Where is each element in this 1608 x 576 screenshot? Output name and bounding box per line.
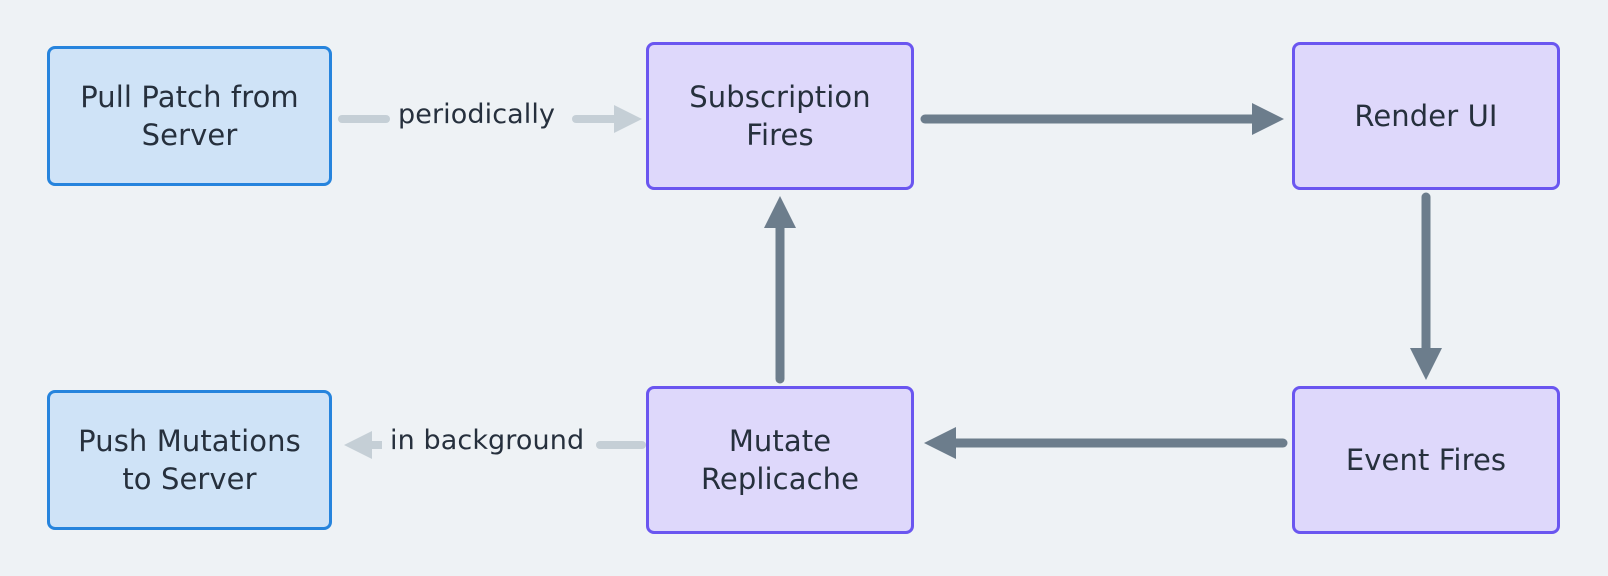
node-label-event-fires: Event Fires [1345,442,1507,477]
node-push-mutations-to-server[interactable]: Push Mutations to Server [47,390,332,530]
node-label-render-ui: Render UI [1354,98,1498,133]
edge-event-to-mutate [920,420,1288,466]
edge-mutate-to-push: in background [338,422,646,468]
edge-render-to-event [1403,192,1449,384]
node-label-pull-patch-from-server: Pull Patch from Server [80,79,299,152]
node-pull-patch-from-server[interactable]: Pull Patch from Server [47,46,332,186]
edge-subscription-to-render [920,96,1288,142]
node-mutate-replicache[interactable]: Mutate Replicache [646,386,914,534]
node-label-subscription-fires: Subscription Fires [689,79,871,152]
edge-label-in-background: in background [382,425,593,456]
edge-label-periodically: periodically [390,99,564,130]
node-label-mutate-replicache: Mutate Replicache [700,423,860,496]
edge-mutate-to-subscription [757,192,803,384]
node-render-ui[interactable]: Render UI [1292,42,1560,190]
node-event-fires[interactable]: Event Fires [1292,386,1560,534]
node-subscription-fires[interactable]: Subscription Fires [646,42,914,190]
edge-pull-to-subscription: periodically [338,96,646,142]
node-label-push-mutations-to-server: Push Mutations to Server [78,423,301,496]
